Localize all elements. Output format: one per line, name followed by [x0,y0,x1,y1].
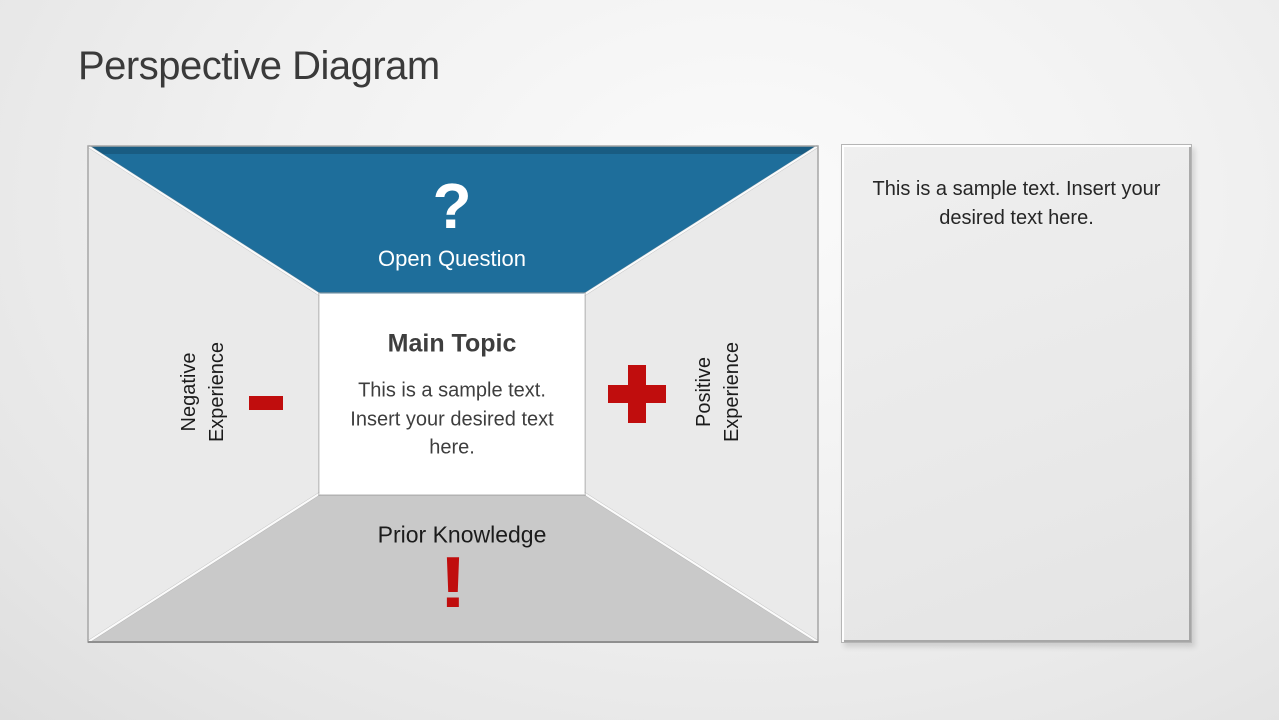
minus-icon [249,396,283,410]
bevel-highlight-lines [87,145,819,643]
positive-experience-face [582,146,818,642]
open-question-label: Open Question [378,246,526,271]
positive-experience-label: Positive Experience [693,341,743,443]
question-mark-symbol: ? [432,170,472,242]
top-shade-strip [88,146,818,154]
exclamation-mark-symbol: ! [438,543,468,623]
center-box-shadow [318,292,586,496]
main-topic-body: This is a sample text. Insert your desir… [350,379,554,459]
prior-knowledge-label: Prior Knowledge [377,521,547,548]
main-topic-title: Main Topic [387,329,517,358]
sample-text: This is a sample text. Insert your desir… [872,178,1161,229]
sample-text-panel: This is a sample text. Insert your desir… [841,144,1192,643]
negative-experience-label: Negative Experience [178,341,228,443]
open-question-face [88,146,818,296]
plus-icon [608,365,666,423]
main-topic-box [319,293,585,495]
page-title: Perspective Diagram [78,44,440,88]
negative-experience-face [88,146,322,642]
prior-knowledge-face [88,492,818,642]
